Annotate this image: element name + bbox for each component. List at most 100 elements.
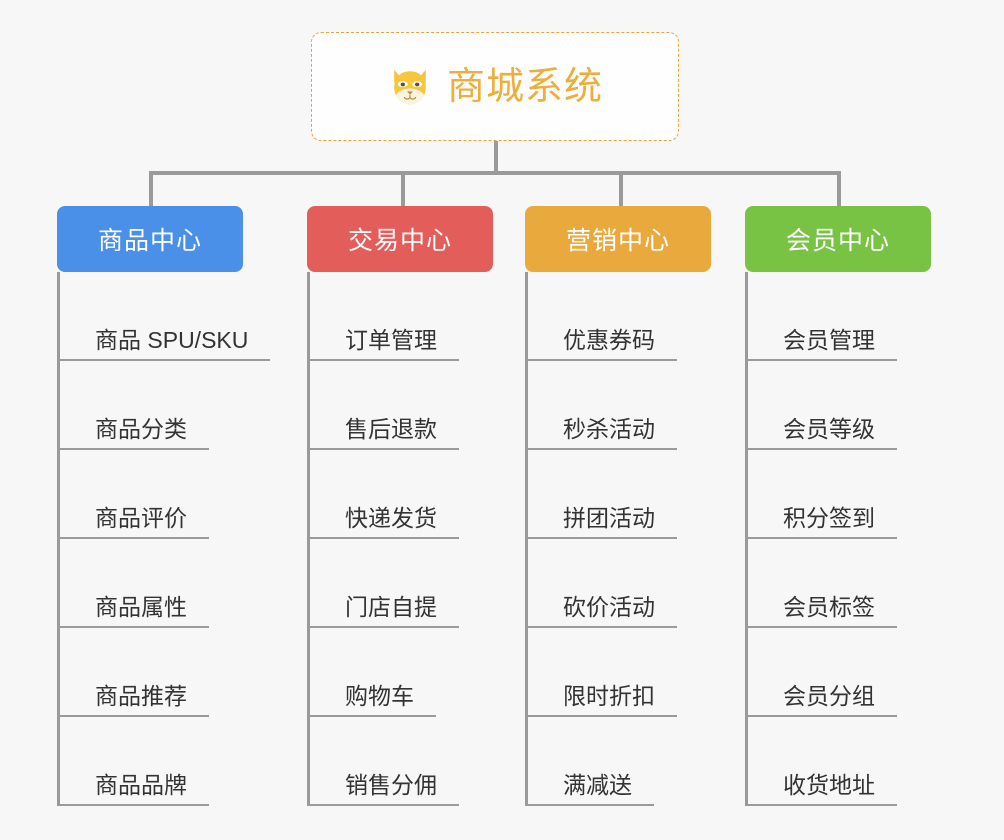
branch-items: 优惠券码秒杀活动拼团活动砍价活动限时折扣满减送 xyxy=(525,272,711,806)
branch-item-label: 会员管理 xyxy=(783,326,875,353)
connector-trunk xyxy=(745,272,748,806)
connector-trunk xyxy=(57,272,60,806)
branch-item-label: 门店自提 xyxy=(345,593,437,620)
branch-item-label: 会员标签 xyxy=(783,593,875,620)
shiba-dog-face-icon xyxy=(394,69,426,104)
branch-item[interactable]: 秒杀活动 xyxy=(525,361,711,450)
branch-item-underline: 会员管理 xyxy=(745,326,897,361)
branch-item[interactable]: 购物车 xyxy=(307,628,493,717)
branch-item-label: 商品品牌 xyxy=(95,771,187,798)
branch-item-label: 会员分组 xyxy=(783,682,875,709)
category-box[interactable]: 会员中心 xyxy=(745,206,931,272)
branch-item[interactable]: 商品 SPU/SKU xyxy=(57,272,271,361)
branch-item[interactable]: 订单管理 xyxy=(307,272,493,361)
branch-item[interactable]: 商品品牌 xyxy=(57,717,243,806)
connector-drop-3 xyxy=(619,171,623,206)
branch-item-underline: 商品 SPU/SKU xyxy=(57,326,271,361)
branch-item-underline: 积分签到 xyxy=(745,504,897,539)
category-box[interactable]: 交易中心 xyxy=(307,206,493,272)
branch-item[interactable]: 收货地址 xyxy=(745,717,931,806)
branch-item-underline: 销售分佣 xyxy=(307,771,459,806)
branch-item-underline: 满减送 xyxy=(525,771,654,806)
branch-item-underline: 拼团活动 xyxy=(525,504,677,539)
branch-item-label: 积分签到 xyxy=(783,504,875,531)
branch-column: 会员中心会员管理会员等级积分签到会员标签会员分组收货地址 xyxy=(745,206,931,806)
branch-item-underline: 砍价活动 xyxy=(525,593,677,628)
connector-trunk xyxy=(525,272,528,806)
branch-item[interactable]: 商品属性 xyxy=(57,539,243,628)
connector-root-stem xyxy=(494,141,498,173)
connector-drop-2 xyxy=(401,171,405,206)
root-node[interactable]: 商城系统 xyxy=(311,32,679,141)
branch-item-label: 商品属性 xyxy=(95,593,187,620)
branch-item-underline: 商品评价 xyxy=(57,504,209,539)
branch-item[interactable]: 积分签到 xyxy=(745,450,931,539)
connector-drop-4 xyxy=(837,171,841,206)
branch-item[interactable]: 售后退款 xyxy=(307,361,493,450)
branch-item-label: 砍价活动 xyxy=(563,593,655,620)
connector-drop-1 xyxy=(149,171,153,206)
branch-item-label: 销售分佣 xyxy=(345,771,437,798)
branch-item-label: 秒杀活动 xyxy=(563,415,655,442)
category-box[interactable]: 营销中心 xyxy=(525,206,711,272)
branch-item[interactable]: 会员等级 xyxy=(745,361,931,450)
branch-column: 营销中心优惠券码秒杀活动拼团活动砍价活动限时折扣满减送 xyxy=(525,206,711,806)
branch-item[interactable]: 快递发货 xyxy=(307,450,493,539)
branch-item-underline: 订单管理 xyxy=(307,326,459,361)
branch-item[interactable]: 优惠券码 xyxy=(525,272,711,361)
category-box[interactable]: 商品中心 xyxy=(57,206,243,272)
branch-item-label: 限时折扣 xyxy=(563,682,655,709)
category-label: 会员中心 xyxy=(785,227,890,255)
branch-item-underline: 会员分组 xyxy=(745,682,897,717)
branch-item-underline: 商品推荐 xyxy=(57,682,209,717)
branch-item[interactable]: 商品分类 xyxy=(57,361,243,450)
branch-column: 商品中心商品 SPU/SKU 商品分类商品评价商品属性商品推荐商品品牌 xyxy=(57,206,271,806)
branch-item-underline: 购物车 xyxy=(307,682,436,717)
category-label: 商品中心 xyxy=(97,227,202,255)
branch-item-label: 商品推荐 xyxy=(95,682,187,709)
category-label: 营销中心 xyxy=(565,227,670,255)
branch-item-underline: 商品品牌 xyxy=(57,771,209,806)
branch-item-underline: 会员标签 xyxy=(745,593,897,628)
branch-item-label: 满减送 xyxy=(563,771,632,798)
branch-item[interactable]: 拼团活动 xyxy=(525,450,711,539)
branch-item-label: 商品分类 xyxy=(95,415,187,442)
branch-item-label: 购物车 xyxy=(345,682,414,709)
category-label: 交易中心 xyxy=(347,227,452,255)
branch-item[interactable]: 会员标签 xyxy=(745,539,931,628)
branch-item-label: 商品 SPU/SKU xyxy=(95,326,249,353)
branch-item[interactable]: 会员分组 xyxy=(745,628,931,717)
branch-item-label: 优惠券码 xyxy=(563,326,655,353)
branch-item-label: 售后退款 xyxy=(345,415,437,442)
branch-item-underline: 会员等级 xyxy=(745,415,897,450)
branch-item[interactable]: 会员管理 xyxy=(745,272,931,361)
branch-items: 订单管理售后退款快递发货门店自提购物车销售分佣 xyxy=(307,272,493,806)
branch-item-underline: 快递发货 xyxy=(307,504,459,539)
branch-item-underline: 秒杀活动 xyxy=(525,415,677,450)
branch-item-label: 商品评价 xyxy=(95,504,187,531)
branch-column: 交易中心订单管理售后退款快递发货门店自提购物车销售分佣 xyxy=(307,206,493,806)
branch-item-label: 快递发货 xyxy=(345,504,437,531)
branch-item[interactable]: 限时折扣 xyxy=(525,628,711,717)
branch-item[interactable]: 满减送 xyxy=(525,717,711,806)
branch-item-underline: 售后退款 xyxy=(307,415,459,450)
connector-horizontal-bus xyxy=(149,171,839,175)
branch-item[interactable]: 砍价活动 xyxy=(525,539,711,628)
branch-item[interactable]: 商品推荐 xyxy=(57,628,243,717)
branch-item-underline: 优惠券码 xyxy=(525,326,677,361)
branch-item-label: 会员等级 xyxy=(783,415,875,442)
branch-item[interactable]: 门店自提 xyxy=(307,539,493,628)
connector-trunk xyxy=(307,272,310,806)
root-title: 商城系统 xyxy=(446,65,603,108)
branch-item-label: 收货地址 xyxy=(783,771,875,798)
branch-item-label: 拼团活动 xyxy=(563,504,655,531)
branch-item-underline: 门店自提 xyxy=(307,593,459,628)
branch-item-underline: 限时折扣 xyxy=(525,682,677,717)
branch-item[interactable]: 商品评价 xyxy=(57,450,243,539)
branch-item-label: 订单管理 xyxy=(345,326,437,353)
branch-item[interactable]: 销售分佣 xyxy=(307,717,493,806)
branch-items: 商品 SPU/SKU 商品分类商品评价商品属性商品推荐商品品牌 xyxy=(57,272,271,806)
branch-item-underline: 商品属性 xyxy=(57,593,209,628)
branch-item-underline: 收货地址 xyxy=(745,771,897,806)
